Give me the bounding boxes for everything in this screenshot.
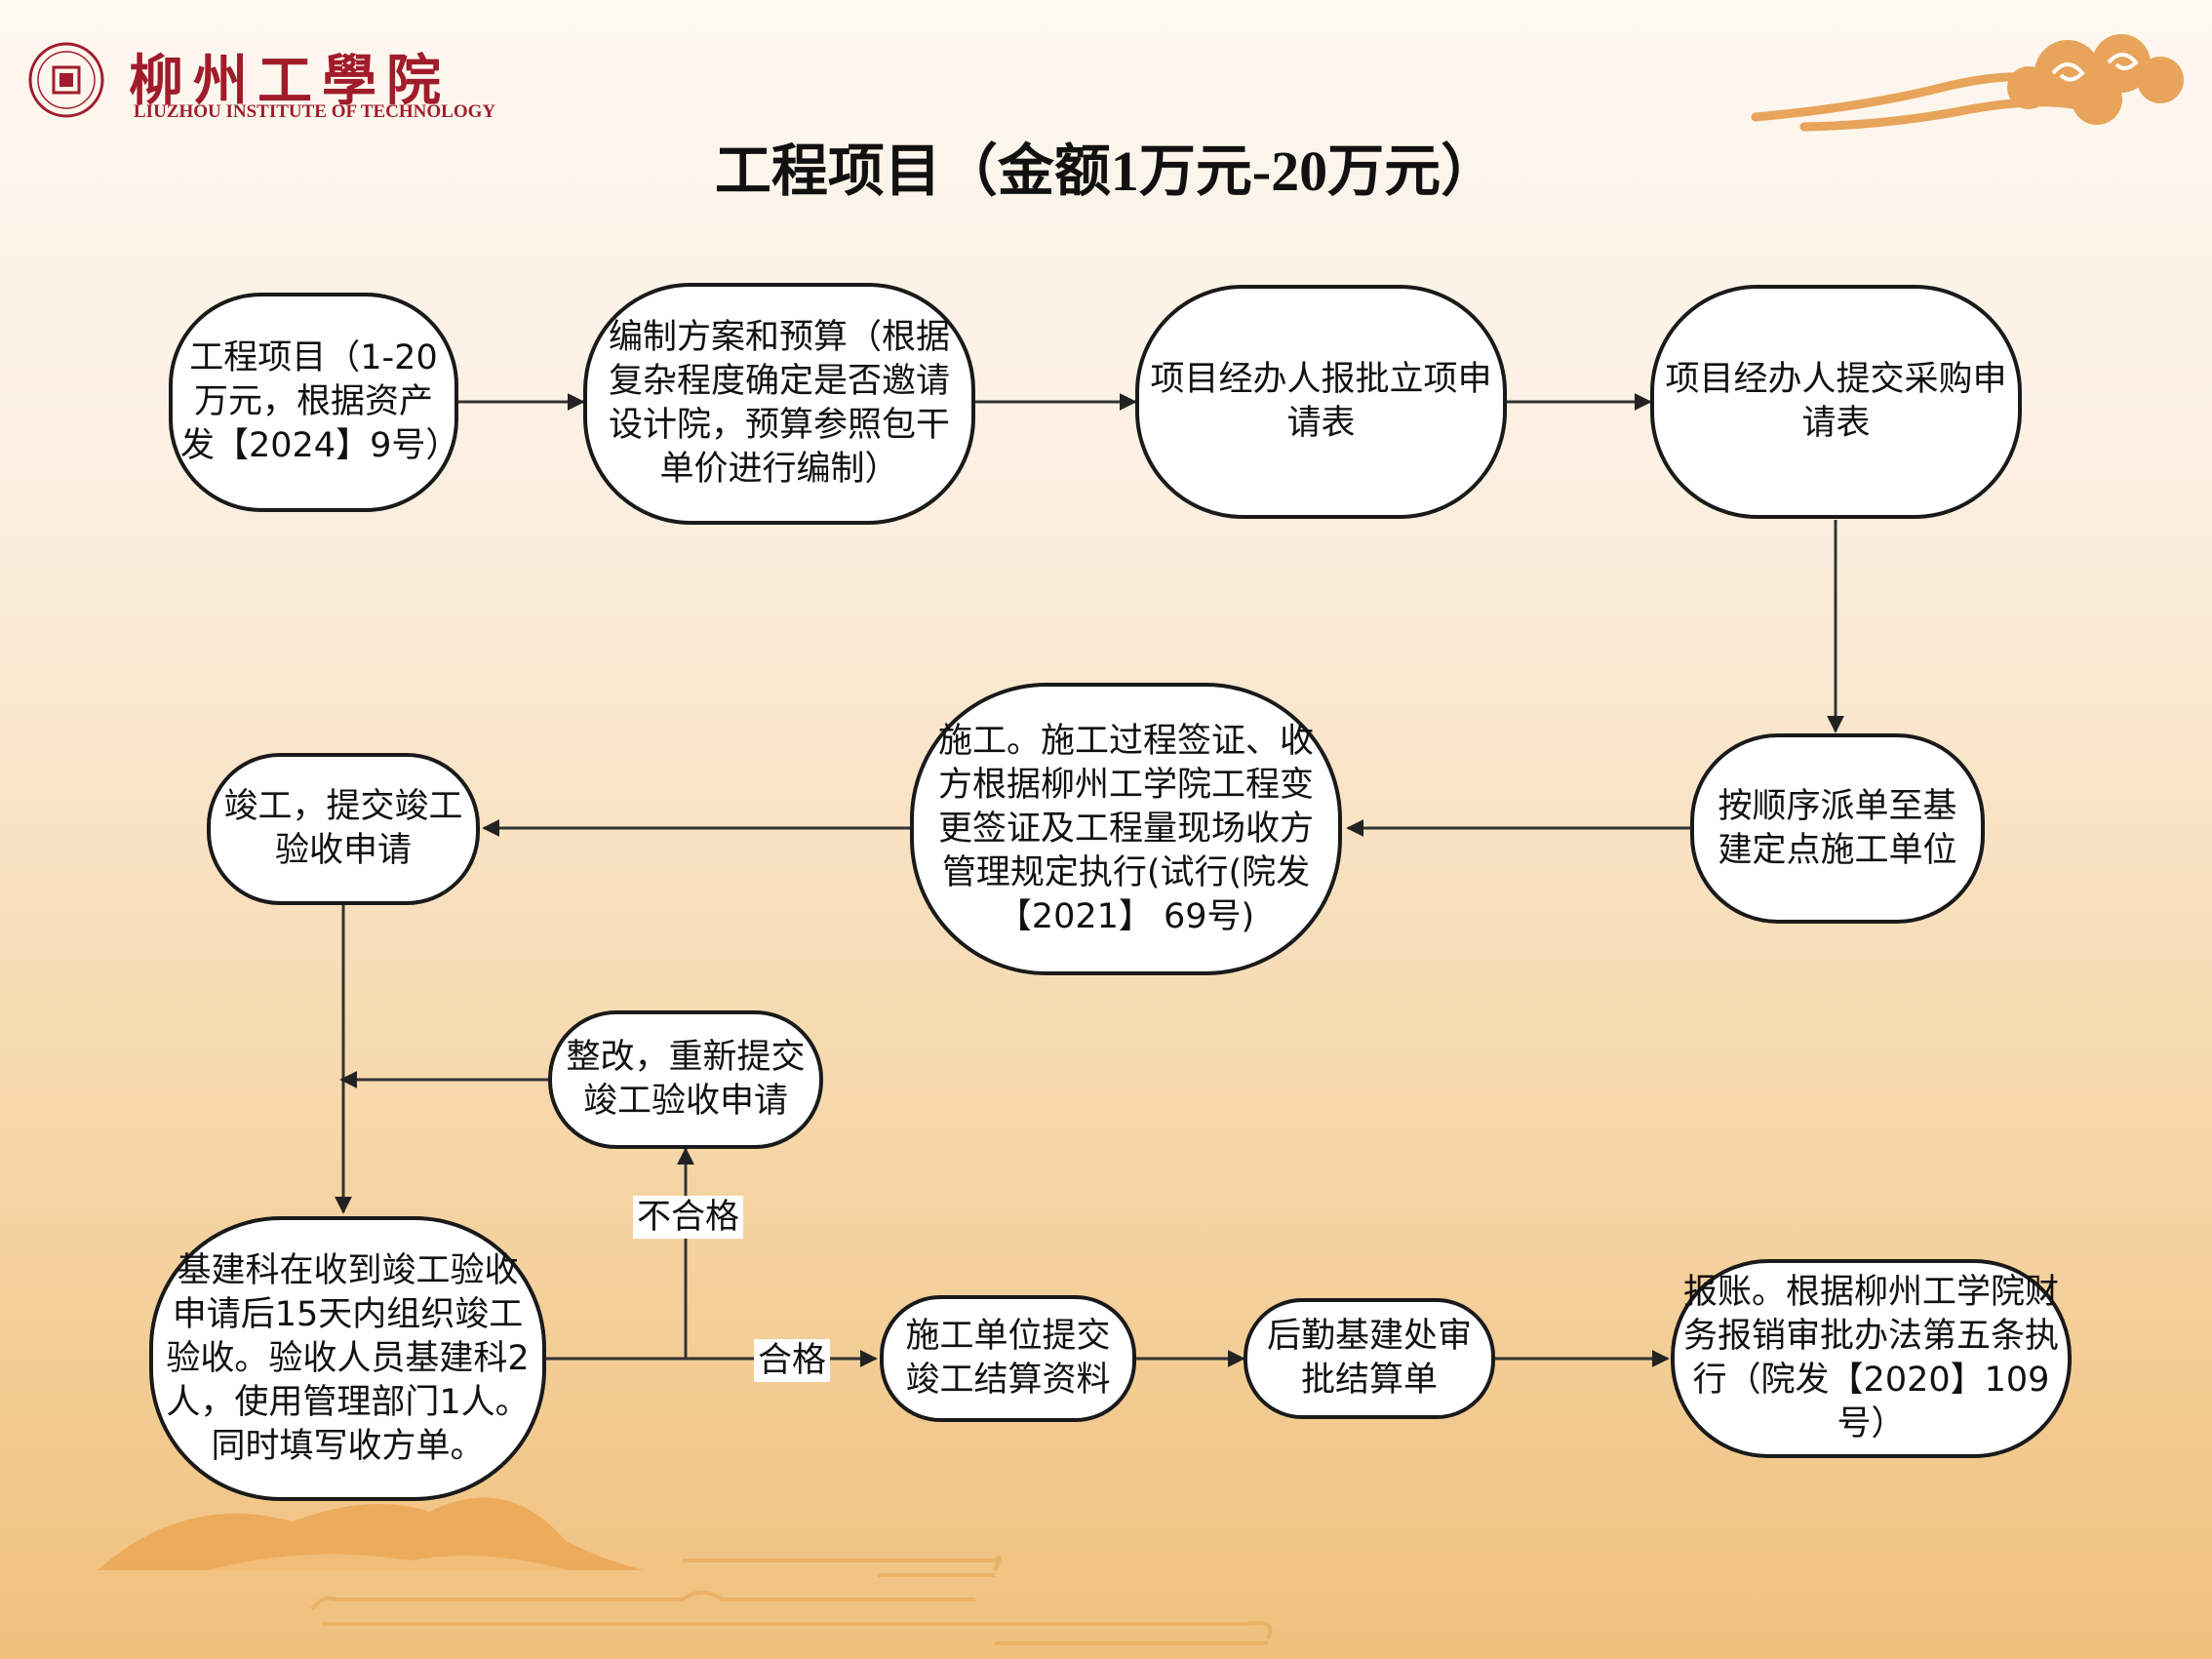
- node-project-1-20w: 工程项目（1-20万元，根据资产发【2024】9号）: [169, 293, 459, 512]
- node-submit-purchase-request: 项目经办人提交采购申请表: [1650, 285, 2022, 519]
- mountain-wave-decoration: [98, 1497, 1273, 1645]
- node-submit-settlement: 施工单位提交竣工结算资料: [880, 1295, 1136, 1422]
- node-reimbursement: 报账。根据柳州工学院财务报销审批办法第五条执行（院发【2020】109号）: [1671, 1259, 2072, 1458]
- node-rectify-resubmit: 整改，重新提交竣工验收申请: [548, 1010, 823, 1149]
- node-completion-request: 竣工，提交竣工验收申请: [207, 753, 480, 905]
- node-prepare-plan-budget: 编制方案和预算（根据复杂程度确定是否邀请设计院，预算参照包干单价进行编制）: [583, 283, 975, 525]
- node-dispatch-contractor: 按顺序派单至基建定点施工单位: [1690, 733, 1985, 924]
- edge-n9-n8: [546, 1147, 694, 1361]
- logo-chinese-name: 柳州工學院: [129, 49, 451, 113]
- page-title: 工程项目（金额1万元-20万元）: [714, 139, 1498, 203]
- node-construction: 施工。施工过程签证、收方根据柳州工学院工程变更签证及工程量现场收方管理规定执行(…: [910, 683, 1342, 975]
- logo-english-name: LIUZHOU INSTITUTE OF TECHNOLOGY: [134, 101, 496, 122]
- node-approve-settlement: 后勤基建处审批结算单: [1244, 1298, 1495, 1419]
- edge-label-fail: 不合格: [633, 1196, 744, 1239]
- college-seal-logo: [28, 42, 104, 118]
- node-acceptance-inspection: 基建科在收到竣工验收申请后15天内组织竣工验收。验收人员基建科2人，使用管理部门…: [149, 1216, 546, 1501]
- auspicious-cloud-decoration: [1751, 34, 2184, 132]
- edge-label-pass: 合格: [754, 1339, 831, 1382]
- node-submit-project-approval: 项目经办人报批立项申请表: [1135, 285, 1507, 519]
